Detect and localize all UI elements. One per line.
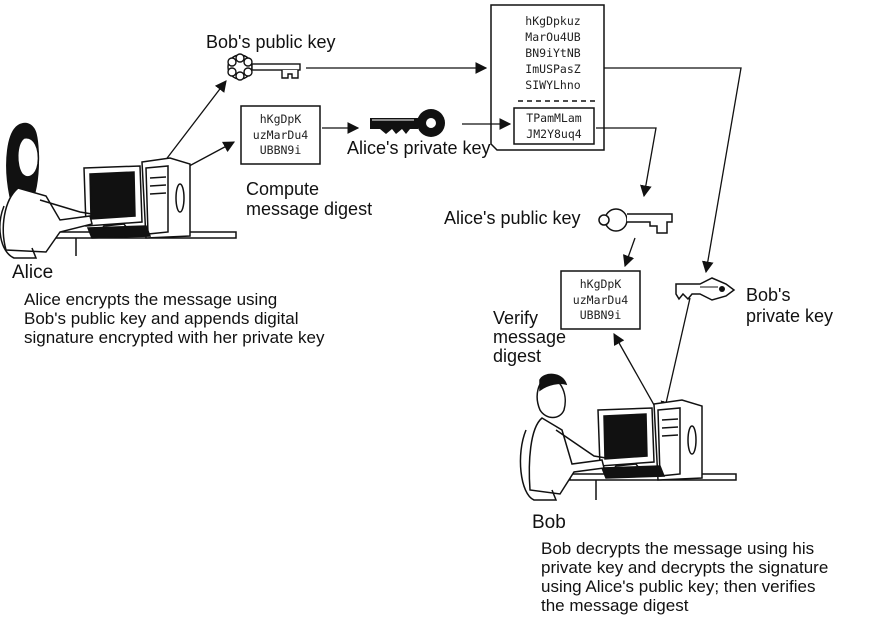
verify-digest-label-line: Verify bbox=[493, 308, 539, 328]
bob-description-line: private key and decrypts the signature bbox=[541, 558, 829, 577]
cipher-line: SIWYLhno bbox=[525, 78, 581, 92]
arrows bbox=[157, 62, 742, 414]
bob-description-line: Bob decrypts the message using his bbox=[541, 539, 815, 558]
digest-line: UBBN9i bbox=[579, 308, 622, 322]
digest-line: uzMarDu4 bbox=[252, 127, 309, 142]
digest-line: hKgDpK bbox=[259, 112, 302, 126]
digest-line: hKgDpK bbox=[579, 277, 622, 291]
alice-description-line: Alice encrypts the message using bbox=[24, 290, 278, 309]
bob-digest-box bbox=[560, 270, 641, 330]
bob-digest-text: hKgDpK uzMarDu4 UBBN9i bbox=[563, 277, 638, 324]
alice-private-key-label: Alice's private key bbox=[347, 138, 491, 158]
alice-digest-box bbox=[240, 105, 321, 165]
bob-private-key-label-line: Bob's bbox=[746, 285, 791, 305]
arrow-signature-to-alice-public-key bbox=[596, 127, 657, 198]
compute-digest-label-line: message digest bbox=[246, 199, 373, 219]
bob-private-key-label-line: private key bbox=[746, 306, 834, 326]
alice-description-line: signature encrypted with her private key bbox=[24, 328, 325, 347]
bob-private-key-icon bbox=[675, 277, 736, 301]
arrow-alice-public-key-to-bob-digest bbox=[623, 237, 636, 268]
encrypted-document bbox=[490, 4, 605, 151]
compute-digest-label-line: Compute bbox=[246, 179, 320, 199]
signature-line: JM2Y8uq4 bbox=[526, 126, 582, 141]
bob-private-key-label: Bob's private key bbox=[746, 285, 833, 327]
cipher-line: hKgDpkuz bbox=[525, 14, 581, 28]
compute-digest-label: Compute message digest bbox=[246, 179, 372, 219]
bob-public-key-label: Bob's public key bbox=[206, 32, 336, 52]
alice-name: Alice bbox=[12, 262, 54, 283]
alice-private-key-icon bbox=[370, 109, 445, 137]
signature-line: TPamMLam bbox=[526, 111, 582, 125]
arrow-document-to-bob-private-key bbox=[604, 67, 742, 274]
arrow-alice-to-bob-public-key bbox=[157, 80, 227, 171]
cipher-line: ImUSPasZ bbox=[525, 62, 581, 76]
bob-public-key-icon bbox=[227, 53, 301, 81]
digest-line: uzMarDu4 bbox=[572, 292, 629, 307]
encrypted-signature-text: TPamMLam JM2Y8uq4 bbox=[515, 111, 593, 142]
verify-digest-label-line: message bbox=[493, 327, 567, 347]
alice-digest-text: hKgDpK uzMarDu4 UBBN9i bbox=[243, 112, 318, 159]
bob-workstation-icon bbox=[519, 373, 737, 501]
cipher-line: BN9iYtNB bbox=[525, 46, 581, 60]
verify-digest-label: Verify message digest bbox=[493, 309, 566, 366]
alice-description-line: Bob's public key and appends digital bbox=[24, 309, 299, 328]
arrow-bob-to-digest bbox=[613, 332, 659, 413]
bob-description: Bob decrypts the message using his priva… bbox=[541, 539, 828, 615]
alice-public-key-icon bbox=[598, 208, 673, 234]
alice-workstation-icon bbox=[0, 122, 237, 259]
cipher-line: MarOu4UB bbox=[525, 30, 581, 44]
bob-name: Bob bbox=[532, 512, 566, 533]
alice-description: Alice encrypts the message using Bob's p… bbox=[24, 290, 325, 347]
bob-description-line: the message digest bbox=[541, 596, 689, 615]
alice-public-key-label: Alice's public key bbox=[444, 208, 581, 228]
encrypted-message-text: hKgDpkuz MarOu4UB BN9iYtNB ImUSPasZ SIWY… bbox=[507, 13, 599, 93]
arrow-bob-private-key-to-bob bbox=[660, 297, 691, 414]
verify-digest-label-line: digest bbox=[493, 346, 542, 366]
bob-description-line: using Alice's public key; then verifies bbox=[541, 577, 816, 596]
digest-line: UBBN9i bbox=[259, 143, 302, 157]
